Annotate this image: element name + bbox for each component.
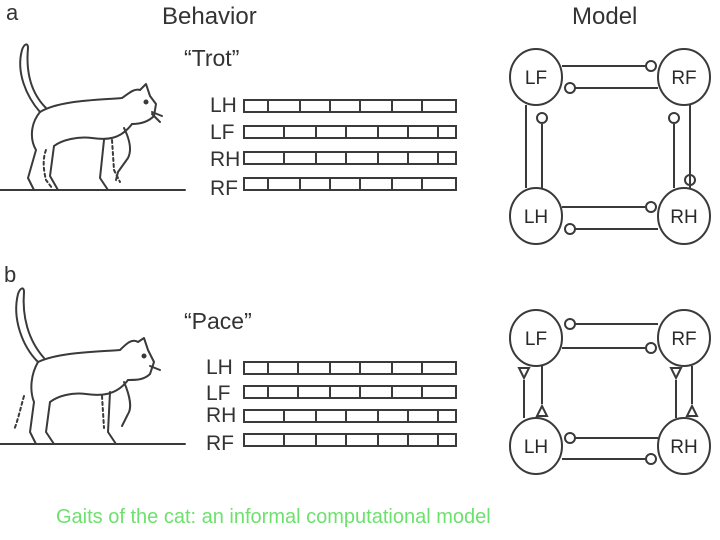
pace-leg-label: RF <box>206 432 234 455</box>
open-circle-icon <box>645 342 657 354</box>
trot-leg-label: RH <box>210 148 241 171</box>
panel-a-letter: a <box>6 0 19 25</box>
cat-illustration-pace <box>0 287 186 445</box>
open-circle-icon <box>564 432 576 444</box>
node-label-lh: LH <box>524 207 548 228</box>
pace-leg-label: RH <box>206 404 237 427</box>
node-lh <box>509 417 563 475</box>
node-rh <box>657 417 711 475</box>
gait-label-trot: “Trot” <box>184 45 240 71</box>
open-circle-icon <box>645 453 657 465</box>
open-circle-icon <box>645 60 657 72</box>
gait-stripes-trot <box>243 99 457 191</box>
node-rh <box>657 187 711 245</box>
node-label-rf: RF <box>671 329 696 350</box>
model-network-pace: LF RF LH RH <box>509 309 711 475</box>
node-label-rh: RH <box>670 437 697 458</box>
triangle-icon <box>517 367 531 381</box>
open-circle-icon <box>564 82 576 94</box>
node-rf <box>657 309 711 367</box>
node-label-rh: RH <box>670 207 697 228</box>
triangle-icon <box>535 403 549 417</box>
panel-b-letter: b <box>4 262 17 287</box>
trot-leg-label: LH <box>210 94 237 117</box>
node-label-lh: LH <box>524 437 548 458</box>
model-header: Model <box>572 3 638 30</box>
node-label-lf: LF <box>525 68 547 89</box>
open-circle-icon <box>564 318 576 330</box>
node-label-lf: LF <box>525 329 547 350</box>
pace-leg-label: LF <box>206 382 231 405</box>
cat-illustration-trot <box>0 43 186 191</box>
open-circle-icon <box>668 112 680 124</box>
node-label-rf: RF <box>671 68 696 89</box>
node-lh <box>509 187 563 245</box>
gait-stripes-pace <box>243 361 457 447</box>
open-circle-icon <box>684 174 696 186</box>
open-circle-icon <box>536 112 548 124</box>
node-lf <box>509 48 563 106</box>
open-circle-icon <box>645 201 657 213</box>
trot-leg-label: RF <box>210 177 238 200</box>
caption: Gaits of the cat: an informal computatio… <box>56 506 491 528</box>
pace-leg-label: LH <box>206 356 233 379</box>
triangle-icon <box>669 367 683 381</box>
model-network-trot: LF RF LH RH <box>509 48 711 245</box>
node-lf <box>509 309 563 367</box>
node-rf <box>657 48 711 106</box>
open-circle-icon <box>564 223 576 235</box>
gait-label-pace: “Pace” <box>184 308 252 334</box>
trot-leg-label: LF <box>210 121 235 144</box>
triangle-icon <box>685 403 699 417</box>
behavior-header: Behavior <box>162 3 257 30</box>
